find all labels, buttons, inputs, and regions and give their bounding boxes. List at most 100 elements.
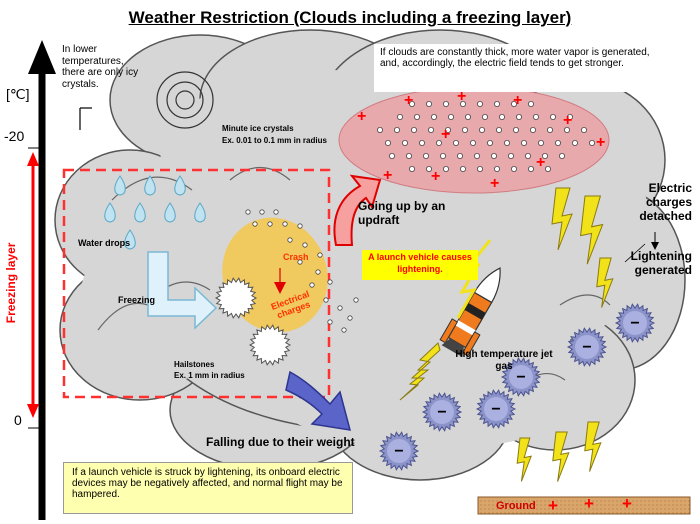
falling-arrow [285, 370, 352, 431]
water-drop [124, 229, 136, 250]
svg-text:−: − [630, 315, 639, 332]
ice-crystal [528, 165, 535, 172]
ice-crystal [456, 152, 463, 159]
positive-charge-icon: + [357, 108, 367, 125]
lower-temp-note: In lower temperatures, there are only ic… [62, 44, 139, 90]
small-particle [282, 221, 288, 227]
lightning-bolt-icon [580, 195, 604, 265]
ice-crystal [498, 114, 505, 121]
ice-crystal [469, 139, 476, 146]
page-title: Weather Restriction (Clouds including a … [128, 8, 572, 27]
ice-crystal [476, 165, 483, 172]
ice-crystal [495, 127, 502, 134]
ice-crystal [542, 152, 549, 159]
ice-crystal-dots [376, 101, 596, 172]
water-drop [194, 202, 206, 223]
ice-crystal [413, 114, 420, 121]
ice-crystal [422, 152, 429, 159]
svg-text:−: − [516, 369, 525, 386]
ice-crystal [510, 101, 517, 108]
freezing-arrow [147, 251, 218, 330]
negative-charge-icon: − [500, 357, 542, 397]
ice-crystal [427, 127, 434, 134]
ice-crystal [589, 139, 596, 146]
freezing-zone-box [62, 168, 331, 399]
small-particle [302, 242, 308, 248]
positive-charge-icon: + [563, 112, 573, 129]
ice-crystal [490, 152, 497, 159]
negative-charge-icon: − [614, 303, 656, 343]
positive-charge-icon: + [490, 175, 500, 192]
ice-crystal [564, 127, 571, 134]
ice-crystal [493, 101, 500, 108]
small-particle [327, 319, 333, 325]
small-particle [297, 259, 303, 265]
ice-crystal [473, 152, 480, 159]
ice-crystal [545, 165, 552, 172]
small-particle [297, 223, 303, 229]
ice-crystal [425, 165, 432, 172]
small-particle [347, 315, 353, 321]
ground [477, 496, 691, 515]
jet-lightning-icon [399, 342, 441, 401]
ice-crystal [481, 114, 488, 121]
hailstones-label: Hailstones [174, 360, 215, 369]
positive-charge-icon: + [404, 92, 414, 109]
ice-crystal [507, 152, 514, 159]
ice-crystal [550, 114, 557, 121]
updraft-arrow [333, 174, 382, 246]
ice-crystal [459, 101, 466, 108]
lightning-bolt-icon [551, 187, 573, 251]
ice-crystal [510, 165, 517, 172]
positive-charge-icon: + [383, 167, 393, 184]
svg-text:−: − [491, 401, 500, 418]
freezing-layer-label: Freezing layer [4, 242, 19, 324]
ice-crystal [538, 139, 545, 146]
ice-crystal [384, 139, 391, 146]
minute-crystals-size: Ex. 0.01 to 0.1 mm in radius [222, 136, 327, 145]
negative-charge-icon: − [475, 389, 517, 429]
small-particle [252, 221, 258, 227]
ice-crystal [388, 152, 395, 159]
lightning-bolts [516, 187, 614, 482]
small-particle [337, 305, 343, 311]
ice-crystal [521, 139, 528, 146]
ice-crystal [525, 152, 532, 159]
small-particles [245, 209, 359, 333]
ice-crystal [461, 127, 468, 134]
negative-charge-icon: − [378, 431, 420, 471]
charges-detached-label: Electric charges detached [639, 181, 692, 223]
ice-crystal [439, 152, 446, 159]
ice-crystal [559, 152, 566, 159]
ice-crystal [444, 127, 451, 134]
ice-crystal [396, 114, 403, 121]
water-drop [174, 175, 186, 196]
ice-crystal [430, 114, 437, 121]
ice-crystal [464, 114, 471, 121]
ice-crystal [442, 165, 449, 172]
lightning-bolt-icon [552, 431, 570, 482]
ice-crystal [547, 127, 554, 134]
ice-crystal [528, 101, 535, 108]
warning-text: If a launch vehicle is struck by lighten… [72, 467, 343, 500]
ice-crystal [393, 127, 400, 134]
ice-crystal [418, 139, 425, 146]
negative-charge-icon: − [421, 392, 463, 432]
ice-crystal [513, 127, 520, 134]
ice-crystal [452, 139, 459, 146]
water-drop [144, 175, 156, 196]
hailstones [214, 277, 292, 366]
hailstone [214, 277, 258, 319]
water-drop [104, 202, 116, 223]
small-particle [245, 209, 251, 215]
ice-crystal [410, 127, 417, 134]
ice-crystal [572, 139, 579, 146]
svg-text:−: − [394, 443, 403, 460]
positive-charge-icon: + [513, 92, 523, 109]
lower-temp-indicator [79, 107, 92, 130]
small-particle [341, 327, 347, 333]
small-particle [315, 269, 321, 275]
ice-crystal [459, 165, 466, 172]
ice-crystal [442, 101, 449, 108]
small-particle [327, 279, 333, 285]
